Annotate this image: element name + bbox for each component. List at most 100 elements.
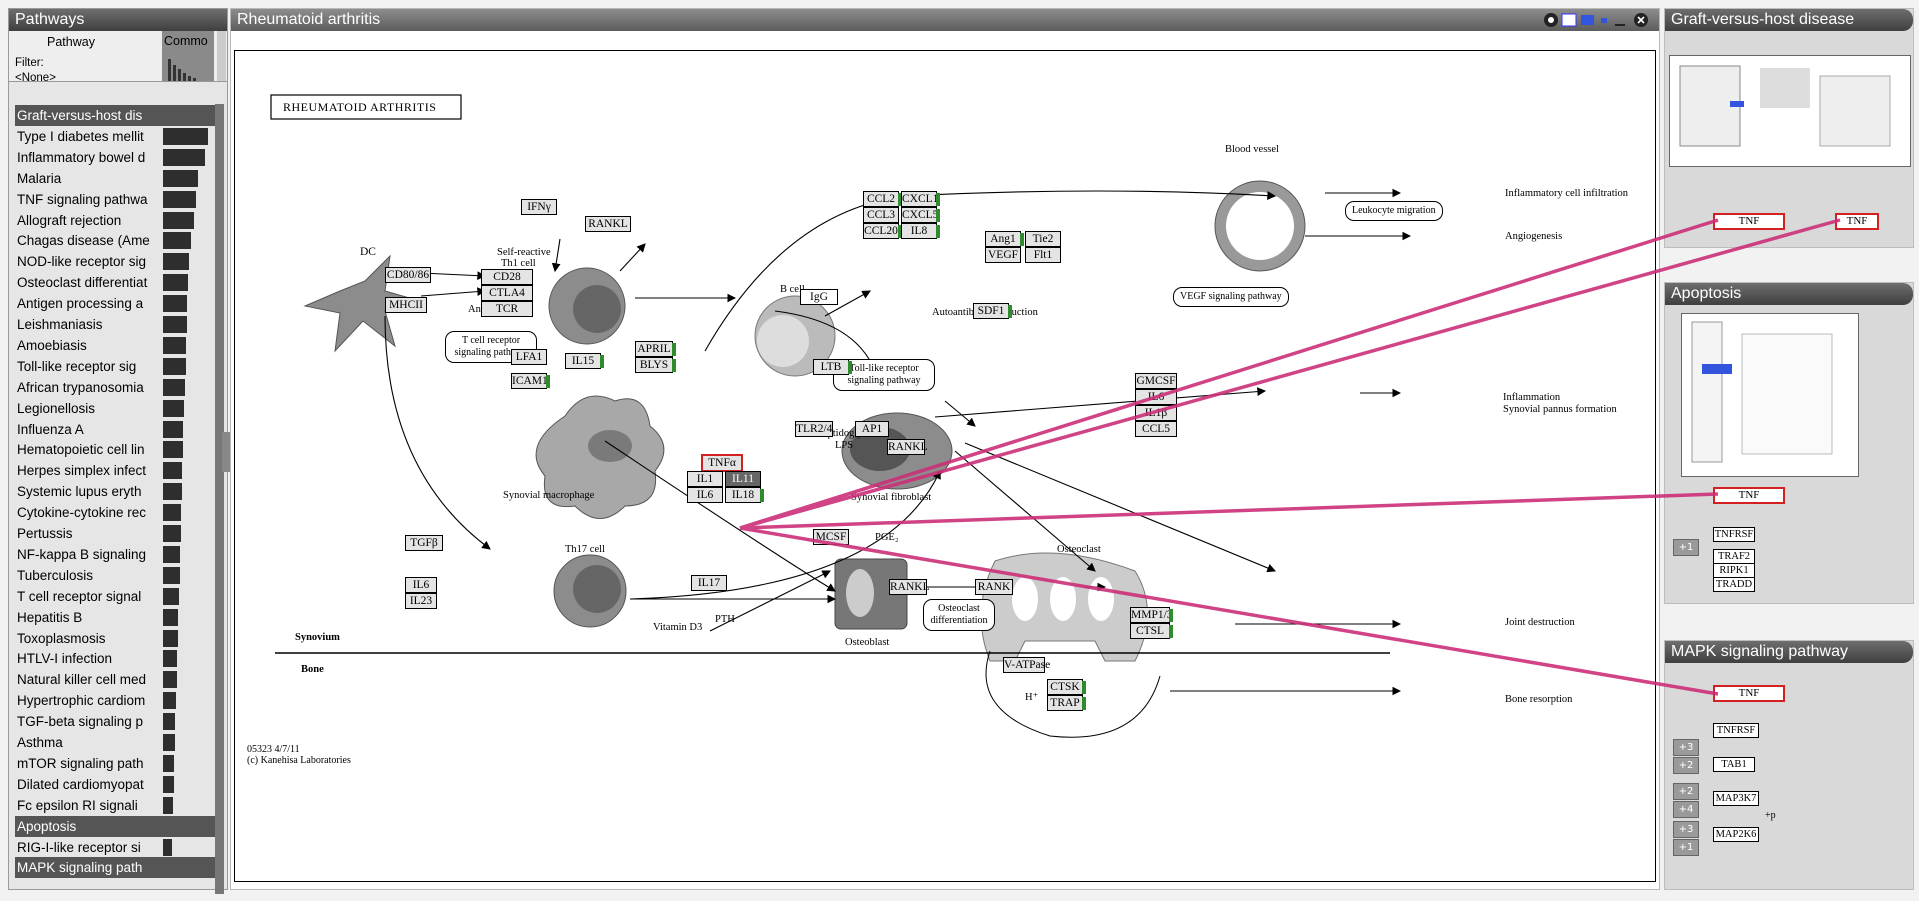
pathway-row[interactable]: Fc epsilon RI signali [15,795,215,816]
pathway-row[interactable]: Natural killer cell med [15,669,215,690]
pathway-row[interactable]: Apoptosis [15,815,215,837]
pathway-row[interactable]: Hepatitis B [15,607,215,628]
apoptosis-tnfrsf[interactable]: TNFRSF [1713,527,1755,542]
column-header-common[interactable]: Commo [162,31,214,81]
mapk-panel-title[interactable]: MAPK signaling pathway [1665,641,1913,663]
gene-il23[interactable]: IL23 [405,593,437,609]
apoptosis-ripk1[interactable]: RIPK1 [1713,563,1755,578]
pathway-row[interactable]: Hypertrophic cardiom [15,690,215,711]
gene-tlr2-4[interactable]: TLR2/4 [795,421,833,437]
gene-flt1[interactable]: Flt1 [1025,247,1061,263]
pathway-row[interactable]: Pertussis [15,523,215,544]
pathway-row[interactable]: Toll-like receptor sig [15,356,215,377]
gene-ctla4[interactable]: CTLA4 [481,285,533,301]
gene-il18[interactable]: IL18 [725,487,764,503]
leukocyte-migration-link[interactable]: Leukocyte migration [1345,201,1443,221]
mapk-expand-plus3b[interactable]: +3 [1673,821,1699,838]
gene-il17[interactable]: IL17 [691,575,727,591]
pathway-row[interactable]: Graft-versus-host dis [15,105,215,126]
pathway-row[interactable]: Chagas disease (Ame [15,230,215,251]
mapk-map2k6[interactable]: MAP2K6 [1713,827,1759,842]
gene-il6-macrophage[interactable]: IL6 [687,487,723,503]
mapk-expand-plus1[interactable]: +1 [1673,839,1699,856]
gvhd-tnf-node-2[interactable]: TNF [1835,213,1879,230]
pathway-row[interactable]: Inflammatory bowel d [15,147,215,168]
gene-ccl5[interactable]: CCL5 [1135,421,1177,437]
gvhd-thumbnail[interactable] [1669,55,1911,167]
gene-gmcsf[interactable]: GMCSF [1135,373,1177,389]
apoptosis-traf2[interactable]: TRAF2 [1713,549,1755,564]
osteoclast-diff-link[interactable]: Osteoclast differentiation [923,599,995,631]
gene-il8[interactable]: IL8 [901,223,940,239]
gene-lfa1[interactable]: LFA1 [511,349,547,365]
gene-il6-fibroblast[interactable]: IL6 [1135,389,1177,405]
gene-icam1[interactable]: ICAM1 [511,373,550,389]
gene-il1b[interactable]: IL1β [1135,405,1177,421]
gene-il11[interactable]: IL11 [725,471,761,487]
pathway-row[interactable]: TNF signaling pathwa [15,189,215,210]
mapk-expand-plus2b[interactable]: +2 [1673,783,1699,800]
pathway-row[interactable]: Type I diabetes mellit [15,126,215,147]
gene-mcsf[interactable]: MCSF [813,529,849,545]
pathway-row[interactable]: Cytokine-cytokine rec [15,502,215,523]
filter-value[interactable]: <None> [15,72,56,84]
gene-ctsk[interactable]: CTSK [1047,679,1086,695]
pathway-row[interactable]: Amoebiasis [15,335,215,356]
gene-ltb[interactable]: LTB [813,359,852,375]
mapk-expand-plus2a[interactable]: +2 [1673,757,1699,774]
gene-ifny[interactable]: IFNγ [521,199,557,215]
gene-vegf[interactable]: VEGF [985,247,1021,263]
gene-ccl20[interactable]: CCL20 [863,223,902,239]
pathway-row[interactable]: Allograft rejection [15,210,215,231]
gene-cxcl1[interactable]: CXCL1 [901,191,940,207]
pathway-row[interactable]: NF-kappa B signaling [15,544,215,565]
header-scroll-up[interactable] [217,31,226,81]
gene-rank[interactable]: RANK [975,579,1013,595]
gene-ctsl[interactable]: CTSL [1130,623,1173,639]
apoptosis-tnf-node[interactable]: TNF [1713,487,1785,504]
gene-rankl-osteoblast[interactable]: RANKL [889,579,930,595]
gene-il1[interactable]: IL1 [687,471,723,487]
pathway-row[interactable]: TGF-beta signaling p [15,711,215,732]
gene-tnfa[interactable]: TNFα [701,454,743,472]
gene-v-atpase[interactable]: V-ATPase [1003,657,1051,673]
vegf-pathway-link[interactable]: VEGF signaling pathway [1173,287,1289,307]
pathway-row[interactable]: NOD-like receptor sig [15,251,215,272]
gene-igg[interactable]: IgG [800,289,838,305]
gene-ccl3[interactable]: CCL3 [863,207,899,223]
pathway-row[interactable]: Asthma [15,732,215,753]
gene-cxcl5[interactable]: CXCL5 [901,207,940,223]
pathway-row[interactable]: mTOR signaling path [15,753,215,774]
gene-sdf1[interactable]: SDF1 [973,303,1012,319]
gene-mmp1-3[interactable]: MMP1/3 [1130,607,1173,623]
gene-rankl-th1[interactable]: RANKL [585,216,631,232]
apoptosis-tradd[interactable]: TRADD [1713,577,1755,592]
column-header-pathway[interactable]: Pathway [47,35,95,49]
apoptosis-expand-plus1[interactable]: +1 [1673,539,1699,556]
collapse-handle[interactable] [222,432,231,472]
gene-rankl-fibroblast[interactable]: RANKL [887,439,928,455]
pathway-row[interactable]: HTLV-I infection [15,648,215,669]
pathway-row[interactable]: T cell receptor signal [15,586,215,607]
mapk-expand-plus3a[interactable]: +3 [1673,739,1699,756]
pathway-row[interactable]: RIG-I-like receptor si [15,837,215,858]
apoptosis-thumbnail[interactable] [1681,313,1859,477]
apoptosis-panel-title[interactable]: Apoptosis [1665,283,1913,305]
gene-tgfb[interactable]: TGFβ [405,535,443,551]
pathway-row[interactable]: Leishmaniasis [15,314,215,335]
pathway-row[interactable]: Herpes simplex infect [15,460,215,481]
kegg-map-canvas[interactable]: RHEUMATOID ARTHRITIS DC Self-reactive Th… [234,50,1656,882]
gvhd-panel-title[interactable]: Graft-versus-host disease [1665,9,1913,31]
pathway-row[interactable]: Dilated cardiomyopat [15,774,215,795]
gene-mhcii[interactable]: MHCII [385,297,427,313]
gene-trap[interactable]: TRAP [1047,695,1086,711]
pathway-list-scrollbar[interactable] [215,104,224,894]
mapk-map3k7[interactable]: MAP3K7 [1713,791,1759,806]
mapk-tnf-node[interactable]: TNF [1713,685,1785,702]
mapk-tab1[interactable]: TAB1 [1713,757,1755,772]
gene-april[interactable]: APRIL [635,341,676,357]
pathway-row[interactable]: Influenza A [15,419,215,440]
gene-il6-th17[interactable]: IL6 [405,577,437,593]
gene-cd28[interactable]: CD28 [481,269,533,285]
pathway-row[interactable]: African trypanosomia [15,377,215,398]
